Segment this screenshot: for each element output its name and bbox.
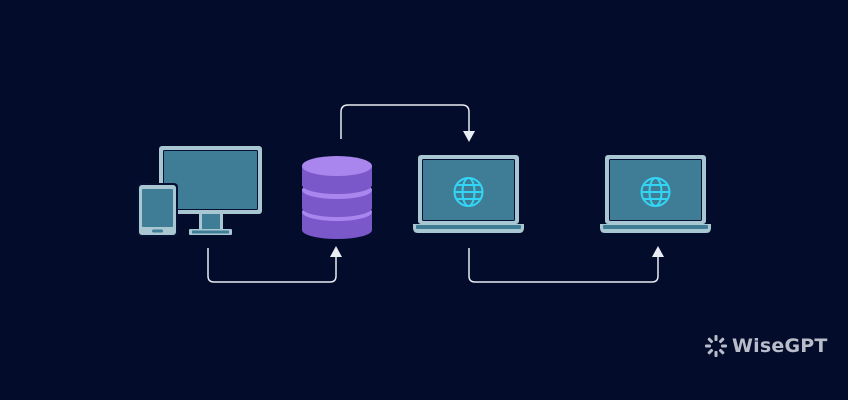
web-client-laptop: [600, 155, 711, 233]
edge-database-to-server: [340, 104, 470, 139]
arrowheads: [330, 131, 664, 257]
globe-icon: [640, 177, 671, 207]
client-devices: [137, 146, 262, 237]
arrowhead-to-database: [330, 246, 342, 257]
brand-watermark: WiseGPT: [704, 334, 828, 358]
connectors: [207, 104, 659, 283]
globe-icon: [453, 177, 484, 207]
tablet-icon: [137, 183, 178, 237]
arrowhead-to-client: [652, 246, 664, 257]
wisegpt-logo-icon: [704, 334, 728, 358]
edge-devices-to-database: [207, 248, 337, 283]
brand-name: WiseGPT: [732, 335, 828, 357]
web-server-laptop: [413, 155, 524, 233]
database-icon: [302, 156, 372, 239]
monitor-icon: [159, 146, 262, 235]
arrowhead-to-server: [463, 131, 475, 142]
edge-server-to-client: [468, 248, 659, 283]
